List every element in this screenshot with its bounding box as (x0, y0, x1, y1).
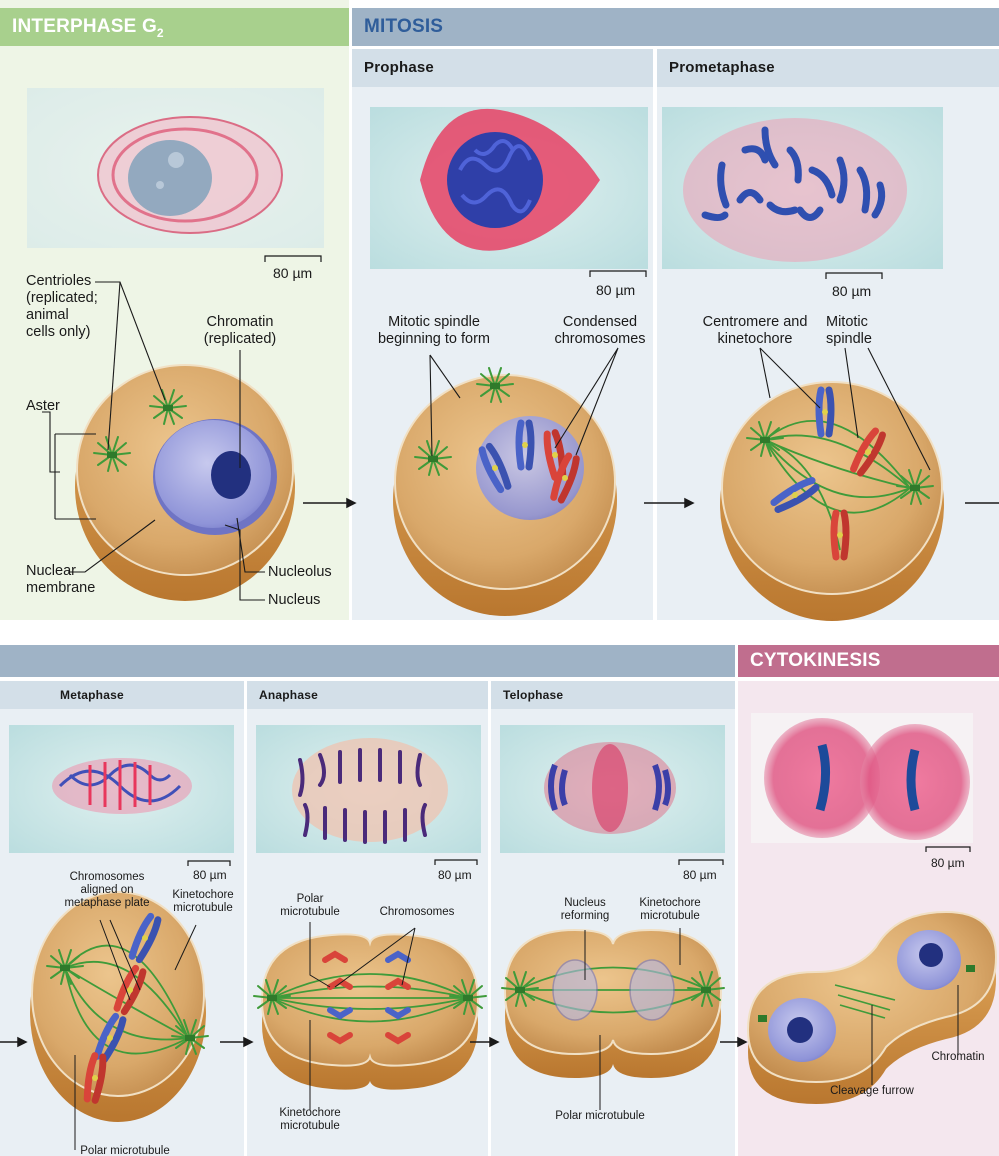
label-nucleus-reforming: Nucleus reforming (545, 897, 625, 923)
interphase-cell (75, 365, 295, 601)
label-mitotic-spindle: Mitotic spindle (826, 314, 872, 348)
label-chromatin: Chromatin (920, 1051, 996, 1064)
label-condensed-chromosomes: Condensed chromosomes (540, 314, 660, 348)
label-mitotic-spindle-forming: Mitotic spindle beginning to form (364, 314, 504, 348)
scale-label-cytokinesis: 80 µm (931, 856, 965, 870)
label-centrioles: Centrioles (replicated; animal cells onl… (26, 273, 98, 341)
cytokinesis-micrograph (751, 713, 973, 843)
telophase-cell (502, 930, 724, 1078)
label-polar-microtubule-anaphase: Polar microtubule (270, 893, 350, 919)
label-nuclear-membrane: Nuclear membrane (26, 563, 95, 597)
scale-label-prometaphase: 80 µm (832, 283, 871, 299)
label-aster: Aster (26, 398, 60, 415)
label-kinetochore-microtubule-telophase: Kinetochore microtubule (630, 897, 710, 923)
telophase-micrograph (500, 725, 725, 853)
prophase-micrograph (370, 107, 648, 269)
label-kinetochore-microtubule-anaphase: Kinetochore microtubule (270, 1107, 350, 1133)
label-cleavage-furrow: Cleavage furrow (822, 1085, 922, 1098)
metaphase-micrograph (9, 725, 234, 853)
label-kinetochore-microtubule-metaphase: Kinetochore microtubule (163, 889, 243, 915)
label-nucleus: Nucleus (268, 592, 320, 609)
prometaphase-cell (720, 382, 944, 621)
label-nucleolus: Nucleolus (268, 564, 332, 581)
anaphase-micrograph (256, 725, 481, 853)
label-chromosomes: Chromosomes (372, 906, 462, 919)
label-chromosomes-aligned: Chromosomes aligned on metaphase plate (52, 871, 162, 910)
scale-label-telophase: 80 µm (683, 868, 717, 882)
scale-label-anaphase: 80 µm (438, 868, 472, 882)
metaphase-cell (30, 892, 208, 1122)
scale-label-metaphase: 80 µm (193, 868, 227, 882)
label-centromere-kinetochore: Centromere and kinetochore (690, 314, 820, 348)
scale-label-interphase: 80 µm (273, 265, 312, 281)
scale-label-prophase: 80 µm (596, 282, 635, 298)
prophase-cell (393, 368, 617, 616)
anaphase-cell (254, 934, 486, 1089)
label-polar-microtubule-telophase: Polar microtubule (545, 1110, 655, 1123)
interphase-micrograph (27, 88, 324, 248)
label-chromatin-replicated: Chromatin (replicated) (190, 314, 290, 348)
prometaphase-micrograph (662, 107, 943, 269)
label-polar-microtubule-metaphase: Polar microtubule (70, 1145, 180, 1156)
